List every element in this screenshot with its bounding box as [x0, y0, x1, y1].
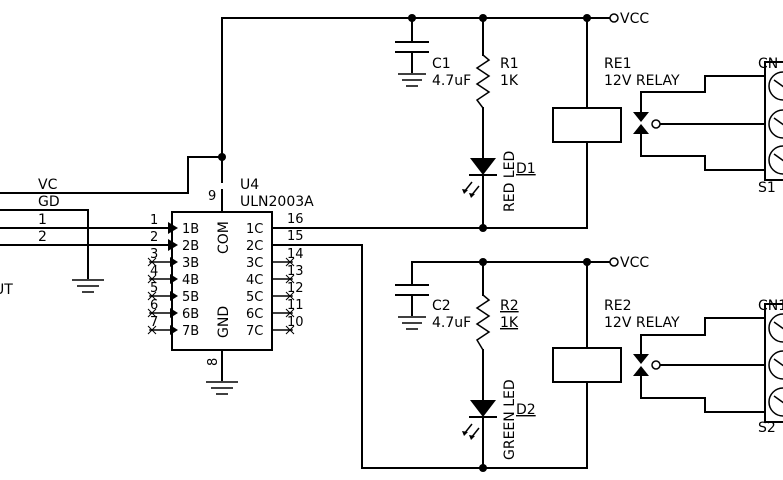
u4-right-pin-name: 6C: [246, 307, 263, 322]
u4-gnd-label: GND: [216, 306, 232, 338]
u4-left-pin-number: 6: [150, 298, 158, 313]
u4-left-pin-number: 1: [150, 213, 158, 228]
r1-value: 1K: [500, 73, 519, 89]
r2-value: 1K: [500, 315, 519, 331]
u4-ic: U4 ULN2003A 9 8 COM GND 1 2 3 4 5 6 7 1B…: [147, 177, 314, 366]
u4-pin-com-number: 9: [208, 189, 216, 204]
capacitor-c2: C2 4.7uF: [395, 284, 471, 331]
re1-value: 12V RELAY: [604, 73, 680, 89]
u4-right-pins: 1C 2C 3C 4C 5C 6C 7C 16 15 14 13 12 11 1…: [246, 212, 304, 339]
u4-right-pin-number: 12: [287, 281, 304, 296]
led-d2: GREEN LED D2: [462, 379, 536, 460]
u4-right-pin-name: 3C: [246, 256, 263, 271]
re2-value: 12V RELAY: [604, 315, 680, 331]
junctions: [218, 14, 591, 472]
d1-label: RED LED: [502, 151, 518, 212]
d2-ref: D2: [516, 402, 536, 418]
r1-ref: R1: [500, 56, 519, 72]
u4-left-pins: 1 2 3 4 5 6 7 1B 2B 3B 4B 5B 6B 7B: [147, 213, 199, 339]
input-labels: VC GD 1 2 UT: [0, 177, 60, 298]
u4-right-pin-name: 2C: [246, 239, 263, 254]
u4-body: [171, 211, 273, 351]
no-connect-marks-right: [285, 257, 295, 335]
u4-com-label: COM: [216, 221, 232, 254]
u4-right-pin-name: 5C: [246, 290, 263, 305]
u4-right-pin-number: 13: [287, 264, 304, 279]
relay-re1: RE1 12V RELAY: [552, 56, 680, 143]
re1-ref: RE1: [604, 56, 631, 72]
gd-label: GD: [38, 194, 60, 210]
u4-pin-gnd-number: 8: [206, 358, 221, 366]
u4-left-pin-name: 5B: [182, 290, 199, 305]
u4-right-pin-number: 11: [287, 298, 304, 313]
c2-value: 4.7uF: [432, 315, 471, 331]
c1-ref: C1: [432, 56, 451, 72]
resistor-r2: R2 1K: [475, 294, 519, 351]
cn-ref: CN: [758, 56, 778, 72]
u4-right-pin-number: 15: [287, 229, 304, 244]
u4-left-pin-number: 4: [150, 264, 158, 279]
u4-left-pin-number: 5: [150, 281, 158, 296]
u4-right-pin-number: 10: [287, 315, 304, 330]
connector-cn1: CN1 S2: [758, 298, 783, 436]
u4-right-pin-number: 16: [287, 212, 304, 227]
c2-ref: C2: [432, 298, 451, 314]
u4-left-pin-name: 6B: [182, 307, 199, 322]
u4-left-pin-number: 3: [150, 247, 158, 262]
u4-left-pin-name: 7B: [182, 324, 199, 339]
r2-ref: R2: [500, 298, 519, 314]
u4-ref: U4: [240, 177, 259, 193]
u4-right-pin-name: 1C: [246, 222, 263, 237]
vcc-label-2: VCC: [620, 255, 649, 271]
u4-left-pin-number: 2: [150, 230, 158, 245]
u4-left-pin-number: 7: [150, 315, 158, 330]
d1-ref: D1: [516, 161, 536, 177]
u4-right-pin-number: 14: [287, 247, 304, 262]
u4-left-pin-name: 1B: [182, 222, 199, 237]
s2-label: S2: [758, 420, 776, 436]
u4-left-pin-name: 3B: [182, 256, 199, 271]
u4-right-pin-name: 4C: [246, 273, 263, 288]
vcc-terminal-2: VCC: [609, 255, 649, 271]
relay-re2: RE2 12V RELAY: [552, 298, 680, 383]
ground-symbol-input: [72, 279, 104, 293]
input-1-label: 1: [38, 212, 47, 228]
u4-left-pin-name: 2B: [182, 239, 199, 254]
u4-left-pin-name: 4B: [182, 273, 199, 288]
re2-ref: RE2: [604, 298, 631, 314]
no-connect-marks-left: [147, 257, 157, 335]
vcc-terminal-1: VCC: [609, 11, 649, 27]
vc-label: VC: [38, 177, 58, 193]
s1-label: S1: [758, 180, 776, 196]
u4-right-pin-name: 7C: [246, 324, 263, 339]
vcc-label-1: VCC: [620, 11, 649, 27]
led-d1: RED LED D1: [462, 151, 536, 212]
u4-part: ULN2003A: [240, 194, 314, 210]
d2-label: GREEN LED: [502, 379, 518, 460]
connector-cn: CN S1: [758, 56, 783, 196]
ground-symbol-u4: [206, 381, 238, 395]
resistor-r1: R1 1K: [475, 54, 519, 109]
cn1-ref: CN1: [758, 298, 783, 314]
input-connector-label: UT: [0, 282, 13, 298]
c1-value: 4.7uF: [432, 73, 471, 89]
capacitor-c1: C1 4.7uF: [395, 41, 471, 89]
input-2-label: 2: [38, 229, 47, 245]
